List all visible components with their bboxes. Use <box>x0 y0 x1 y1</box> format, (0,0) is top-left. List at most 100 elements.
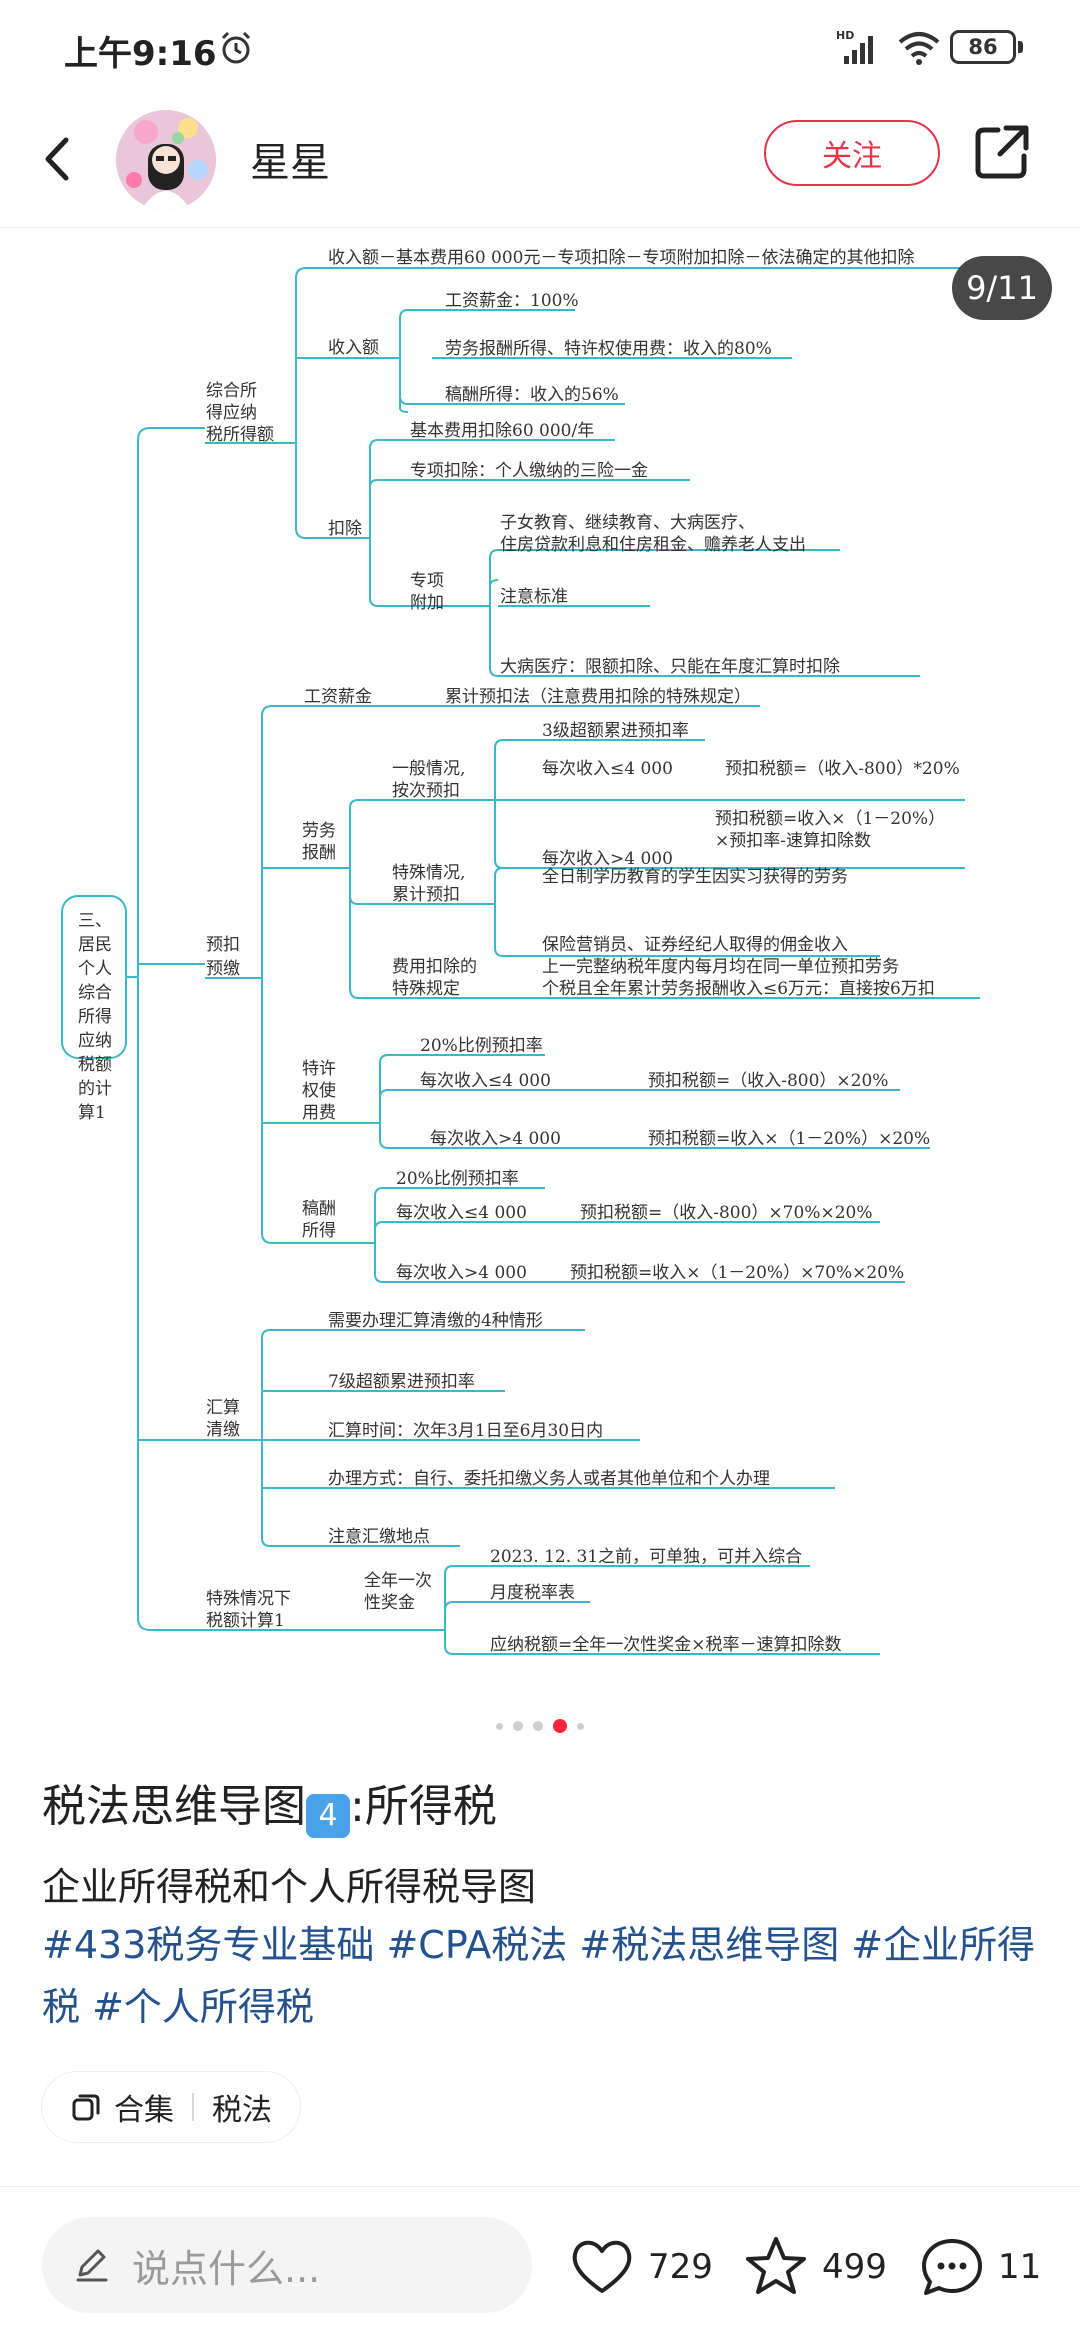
svg-text:专项扣除：个人缴纳的三险一金: 专项扣除：个人缴纳的三险一金 <box>410 461 648 481</box>
battery-icon: 86 <box>950 30 1024 64</box>
svg-text:预扣税额=收入×（1－20%）: 预扣税额=收入×（1－20%） <box>715 809 945 829</box>
svg-text:全日制学历教育的学生因实习获得的劳务: 全日制学历教育的学生因实习获得的劳务 <box>542 867 848 887</box>
svg-text:每次收入>4 000: 每次收入>4 000 <box>396 1263 527 1283</box>
comment-input[interactable]: 说点什么... <box>42 2217 532 2313</box>
svg-text:一般情况,: 一般情况, <box>392 759 465 779</box>
comment-bubble-icon <box>922 2239 982 2295</box>
svg-text:预扣税额=收入×（1－20%）×70%×20%: 预扣税额=收入×（1－20%）×70%×20% <box>570 1263 904 1283</box>
svg-text:居民: 居民 <box>78 935 112 955</box>
svg-text:特殊规定: 特殊规定 <box>392 979 460 999</box>
svg-text:预扣: 预扣 <box>206 935 240 955</box>
svg-text:稿酬: 稿酬 <box>302 1199 336 1219</box>
svg-text:需要办理汇算清缴的4种情形: 需要办理汇算清缴的4种情形 <box>328 1311 543 1331</box>
svg-text:税所得额: 税所得额 <box>206 425 274 445</box>
svg-text:全年一次: 全年一次 <box>364 1571 432 1591</box>
status-bar: 上午9:16 HD 86 <box>0 0 1080 96</box>
svg-text:每次收入≤4 000: 每次收入≤4 000 <box>542 759 673 779</box>
svg-text:收入额－基本费用60 000元－专项扣除－专项附加扣除－依法: 收入额－基本费用60 000元－专项扣除－专项附加扣除－依法确定的其他扣除 <box>328 248 914 268</box>
svg-text:三、: 三、 <box>78 911 112 931</box>
network-label: HD <box>836 29 854 42</box>
follow-button[interactable]: 关注 <box>764 120 940 186</box>
alarm-icon <box>221 31 251 64</box>
svg-text:预缴: 预缴 <box>206 959 240 979</box>
collect-button[interactable]: 499 <box>740 2231 887 2303</box>
carousel-dot <box>513 1721 523 1731</box>
comment-placeholder: 说点什么... <box>132 2246 321 2291</box>
bottom-action-bar: 说点什么... 729 499 11 <box>0 2186 1080 2340</box>
svg-text:综合所: 综合所 <box>206 381 257 401</box>
keycap-four-icon: 4 <box>306 1794 350 1838</box>
heart-icon <box>572 2240 632 2293</box>
svg-text:权使: 权使 <box>302 1080 336 1101</box>
comment-button[interactable]: 11 <box>916 2231 1041 2303</box>
svg-text:费用扣除的: 费用扣除的 <box>392 957 477 977</box>
carousel-dot-active <box>553 1719 567 1733</box>
back-icon[interactable] <box>30 126 86 192</box>
svg-text:预扣税额=（收入-800）×70%×20%: 预扣税额=（收入-800）×70%×20% <box>580 1203 873 1223</box>
svg-text:注意汇缴地点: 注意汇缴地点 <box>328 1527 430 1547</box>
carousel-dot <box>533 1721 543 1731</box>
svg-text:每次收入≤4 000: 每次收入≤4 000 <box>396 1203 527 1223</box>
author-avatar[interactable] <box>116 110 216 210</box>
svg-text:税额计算1: 税额计算1 <box>206 1611 285 1631</box>
svg-text:预扣税额=（收入-800）*20%: 预扣税额=（收入-800）*20% <box>725 759 960 779</box>
svg-text:汇算: 汇算 <box>206 1398 240 1418</box>
svg-text:应纳税额=全年一次性奖金×税率－速算扣除数: 应纳税额=全年一次性奖金×税率－速算扣除数 <box>490 1635 842 1655</box>
collection-chip[interactable]: 合集 税法 <box>42 2072 300 2142</box>
svg-text:个税且全年累计劳务报酬收入≤6万元：直接按6万扣: 个税且全年累计劳务报酬收入≤6万元：直接按6万扣 <box>542 979 935 999</box>
svg-text:3级超额累进预扣率: 3级超额累进预扣率 <box>542 721 689 741</box>
svg-text:办理方式：自行、委托扣缴义务人或者其他单位和个人办理: 办理方式：自行、委托扣缴义务人或者其他单位和个人办理 <box>328 1469 770 1489</box>
star-icon <box>746 2237 806 2294</box>
comment-count: 11 <box>998 2247 1042 2287</box>
svg-text:应纳: 应纳 <box>78 1031 112 1051</box>
image-page-indicator: 9/11 <box>952 256 1052 320</box>
svg-text:劳务: 劳务 <box>302 821 336 841</box>
svg-text:20%比例预扣率: 20%比例预扣率 <box>396 1169 519 1189</box>
like-count: 729 <box>648 2247 713 2287</box>
svg-text:算1: 算1 <box>78 1103 106 1123</box>
collection-icon <box>72 2094 100 2121</box>
svg-text:注意标准: 注意标准 <box>500 587 568 607</box>
svg-text:工资薪金: 工资薪金 <box>304 687 372 707</box>
like-button[interactable]: 729 <box>566 2231 713 2303</box>
svg-text:所得: 所得 <box>302 1221 336 1241</box>
post-header: 星星 关注 <box>0 96 1080 228</box>
collection-name: 税法 <box>212 2093 272 2128</box>
svg-text:20%比例预扣率: 20%比例预扣率 <box>420 1036 543 1056</box>
mindmap-graphic: 三、 居民 个人 综合 所得 应纳 税额 的计 算1 收入额－基本费用60 00… <box>61 248 980 1655</box>
svg-text:按次预扣: 按次预扣 <box>392 781 460 801</box>
svg-text:特殊情况下: 特殊情况下 <box>206 1589 291 1609</box>
svg-text:得应纳: 得应纳 <box>206 403 257 423</box>
collect-count: 499 <box>822 2247 887 2287</box>
svg-text:2023. 12. 31之前，可单独，可并入综合: 2023. 12. 31之前，可单独，可并入综合 <box>490 1547 802 1567</box>
svg-text:特许: 特许 <box>302 1059 336 1079</box>
svg-text:工资薪金：100%: 工资薪金：100% <box>445 291 579 311</box>
svg-text:特殊情况,: 特殊情况, <box>392 863 465 883</box>
svg-text:累计预扣: 累计预扣 <box>392 885 460 905</box>
svg-text:子女教育、继续教育、大病医疗、: 子女教育、继续教育、大病医疗、 <box>500 513 755 533</box>
svg-text:保险营销员、证券经纪人取得的佣金收入: 保险营销员、证券经纪人取得的佣金收入 <box>542 935 848 955</box>
pencil-icon <box>76 2249 108 2282</box>
carousel-dots <box>0 1718 1080 1734</box>
svg-text:住房贷款利息和住房租金、赡养老人支出: 住房贷款利息和住房租金、赡养老人支出 <box>500 535 806 555</box>
svg-text:预扣税额=（收入-800）×20%: 预扣税额=（收入-800）×20% <box>648 1071 888 1091</box>
post-title-suffix: :所得税 <box>350 1781 497 1832</box>
post-image-mindmap[interactable]: 三、 居民 个人 综合 所得 应纳 税额 的计 算1 收入额－基本费用60 00… <box>0 228 1080 1678</box>
svg-text:报酬: 报酬 <box>302 843 336 863</box>
svg-text:大病医疗：限额扣除、只能在年度汇算时扣除: 大病医疗：限额扣除、只能在年度汇算时扣除 <box>500 657 840 677</box>
svg-text:稿酬所得：收入的56%: 稿酬所得：收入的56% <box>445 385 619 405</box>
share-icon[interactable] <box>972 122 1032 182</box>
svg-text:清缴: 清缴 <box>206 1420 240 1440</box>
svg-text:个人: 个人 <box>78 959 112 979</box>
post-hashtags[interactable]: #433税务专业基础 #CPA税法 #税法思维导图 #企业所得税 #个人所得税 <box>42 1923 1036 2029</box>
wifi-icon <box>898 32 940 65</box>
svg-text:的计: 的计 <box>78 1079 112 1099</box>
svg-text:累计预扣法（注意费用扣除的特殊规定）: 累计预扣法（注意费用扣除的特殊规定） <box>445 687 751 707</box>
mindmap-nodes: 收入额－基本费用60 000元－专项扣除－专项附加扣除－依法确定的其他扣除 工资… <box>206 248 960 1655</box>
author-name[interactable]: 星星 <box>250 140 330 186</box>
svg-text:劳务报酬所得、特许权使用费：收入的80%: 劳务报酬所得、特许权使用费：收入的80% <box>445 338 772 359</box>
svg-text:上一完整纳税年度内每月均在同一单位预扣劳务: 上一完整纳税年度内每月均在同一单位预扣劳务 <box>542 957 899 977</box>
post-title-text: 税法思维导图 <box>42 1781 306 1832</box>
svg-text:×预扣率-速算扣除数: ×预扣率-速算扣除数 <box>715 831 871 851</box>
